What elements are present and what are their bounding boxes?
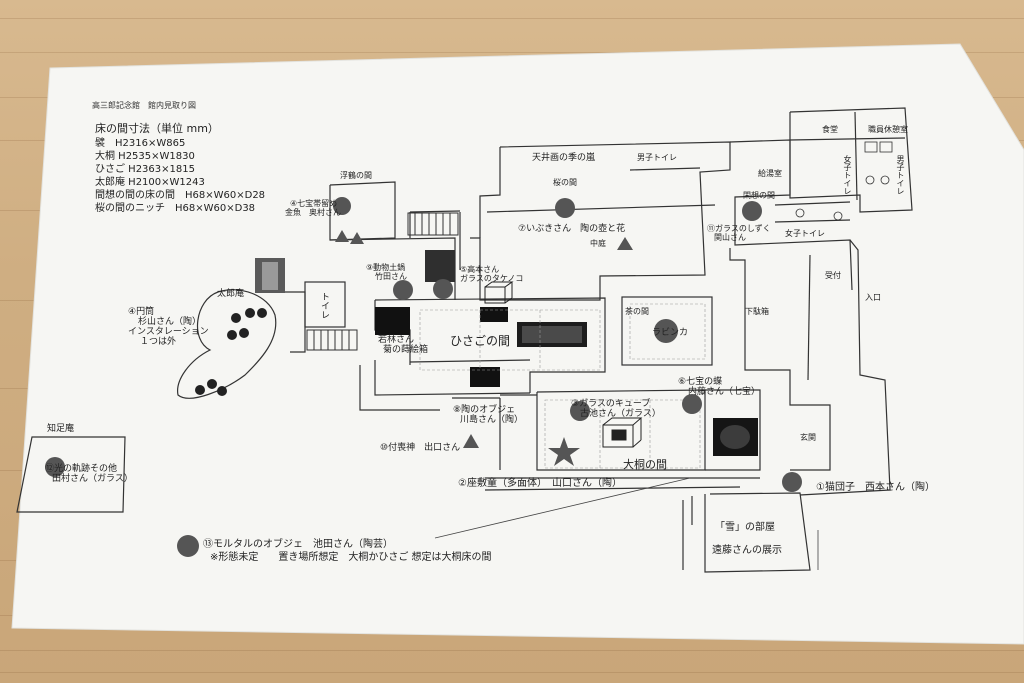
marker-7 [555,198,575,218]
room-genkan: 玄関 [800,433,816,442]
room-nakaniwa: 中庭 [590,239,606,248]
exhibit-label-4e: インスタレーション [128,327,209,337]
exhibit-label-7: ⑦いぶきさん 陶の壺と花 [518,224,626,234]
marker-star [548,437,580,466]
room-taroan: 太郎庵 [217,289,245,299]
wood-grain-line [0,18,1024,19]
room-chisokuan: 知足庵 [47,424,75,434]
exhibit-label-9b: 竹田さん [375,272,407,281]
marker-triangle-3 [617,237,633,250]
room-danshi-r: 男子トイレ [896,155,905,195]
fixtures [795,141,893,221]
room-rabinka: ラビンカ [652,328,689,338]
room-tenjo: 天井画の季の嵐 [532,153,596,163]
dims-line-2: 大桐 H2535×W1830 [95,151,195,162]
exhibit-label-10: ⑩付喪神 出口さん [380,443,461,453]
marker-13 [177,535,199,557]
marker-12 [45,457,65,477]
room-kyutou: 給湯室 [758,169,782,178]
exhibit-markers [45,197,802,557]
exhibit-label-6b: 内藤さん（七宝） [688,387,761,397]
header-title: 高三郎記念館 館内見取り図 [92,101,196,110]
exhibit-label-4b: 金魚 奥村さん [285,208,341,217]
exhibit-label-12a: ⑫光の軌跡その他 [45,464,118,474]
exhibit-label-2: ②座敷童（多面体） 山口さん（陶） [458,478,622,489]
room-toilet: トイレ [319,292,329,319]
exhibit-label-4f: １つは外 [140,337,177,347]
marker-4 [333,197,351,215]
exhibit-label-3a: ③ガラスのキューブ [571,399,651,409]
exhibit-label-waka-a: 若林さん [378,335,415,345]
marker-rabinka [654,319,678,343]
room-joshi: 女子トイレ [785,229,825,238]
exhibit-label-5a: ⑤高本さん [460,265,500,274]
exhibit-label-11a: ⑪ガラスのしずく [707,224,771,233]
marker-triangle-1 [335,230,349,242]
exhibit-label-4d: 杉山さん（陶） [138,317,202,327]
exhibit-label-waka-b: 菊の蒔絵箱 [383,345,429,355]
room-sakura: 桜の間 [553,178,577,187]
exhibit-label-11b: 関山さん [714,233,746,242]
glass-cube-drawings [484,281,643,448]
dims-heading: 床の間寸法（単位 mm） [95,122,219,135]
room-endo: 遠藤さんの展示 [712,545,782,556]
feature-blocks [255,250,758,456]
exhibit-label-9a: ⑨動物土鍋 [366,263,406,272]
marker-5 [433,279,453,299]
exhibit-label-5b: ガラスのタケノコ [460,274,524,283]
room-shokudo: 食堂 [822,125,838,134]
exhibit-label-4c: ④円筒 [128,307,155,317]
leader-lines [434,477,819,570]
dims-line-4: 太郎庵 H2100×W1243 [95,177,205,188]
exhibit-label-1: ①猫団子 西本さん（陶） [816,482,935,493]
dims-line-1: 襞 H2316×W865 [95,138,186,149]
building-walls [16,107,913,573]
exhibit-label-4a: ④七宝帯留め [290,199,338,208]
room-hisago: ひさごの間 [450,334,511,348]
wood-grain-line [0,52,1024,53]
marker-11 [742,201,762,221]
exhibit-label-6a: ⑥七宝の蝶 [678,377,723,387]
room-joshi-r: 女子トイレ [843,155,852,195]
room-danshi-top: 男子トイレ [637,153,677,162]
room-geta: 下駄箱 [745,307,769,316]
room-kanso: 閑想の間 [743,191,775,200]
wood-grain-line [0,672,1024,673]
stairs [306,212,459,351]
marker-triangle-2 [350,232,364,244]
room-jishin: 職員休憩室 [868,125,908,134]
room-ukitsuke: 受付 [825,271,841,280]
footer-line-2: ※形態未定 置き場所想定 大桐かひさご 想定は大桐床の間 [210,552,492,563]
marker-3 [570,401,590,421]
room-ukiyo: 浮鶴の間 [340,171,372,180]
dims-line-5: 間想の間の床の間 H68×W60×D28 [95,190,266,201]
exhibit-label-3b: 古池さん（ガラス） [580,409,661,419]
marker-1 [782,472,802,492]
room-cha: 茶の間 [625,307,649,316]
marker-6 [682,394,702,414]
room-iriguchi: 入口 [865,293,881,302]
exhibit-label-8b: 川島さん（陶） [460,415,524,425]
marker-triangle-4 [463,434,479,448]
dims-line-6: 桜の間のニッチ H68×W60×D38 [95,203,256,214]
wood-grain-line [0,650,1024,651]
installation-pots [195,308,267,396]
exhibit-label-8a: ⑧陶のオブジェ [453,405,516,415]
room-yuki: 「雪」の部屋 [715,522,775,533]
marker-9 [393,280,413,300]
footer-line-1: ⑬モルタルのオブジェ 池田さん（陶芸） [203,539,393,550]
dims-line-3: ひさご H2363×1815 [95,164,195,175]
exhibit-label-12b: 田村さん（ガラス） [52,474,133,484]
tatami-grid [419,303,706,469]
room-ookiri: 大桐の間 [623,458,667,471]
